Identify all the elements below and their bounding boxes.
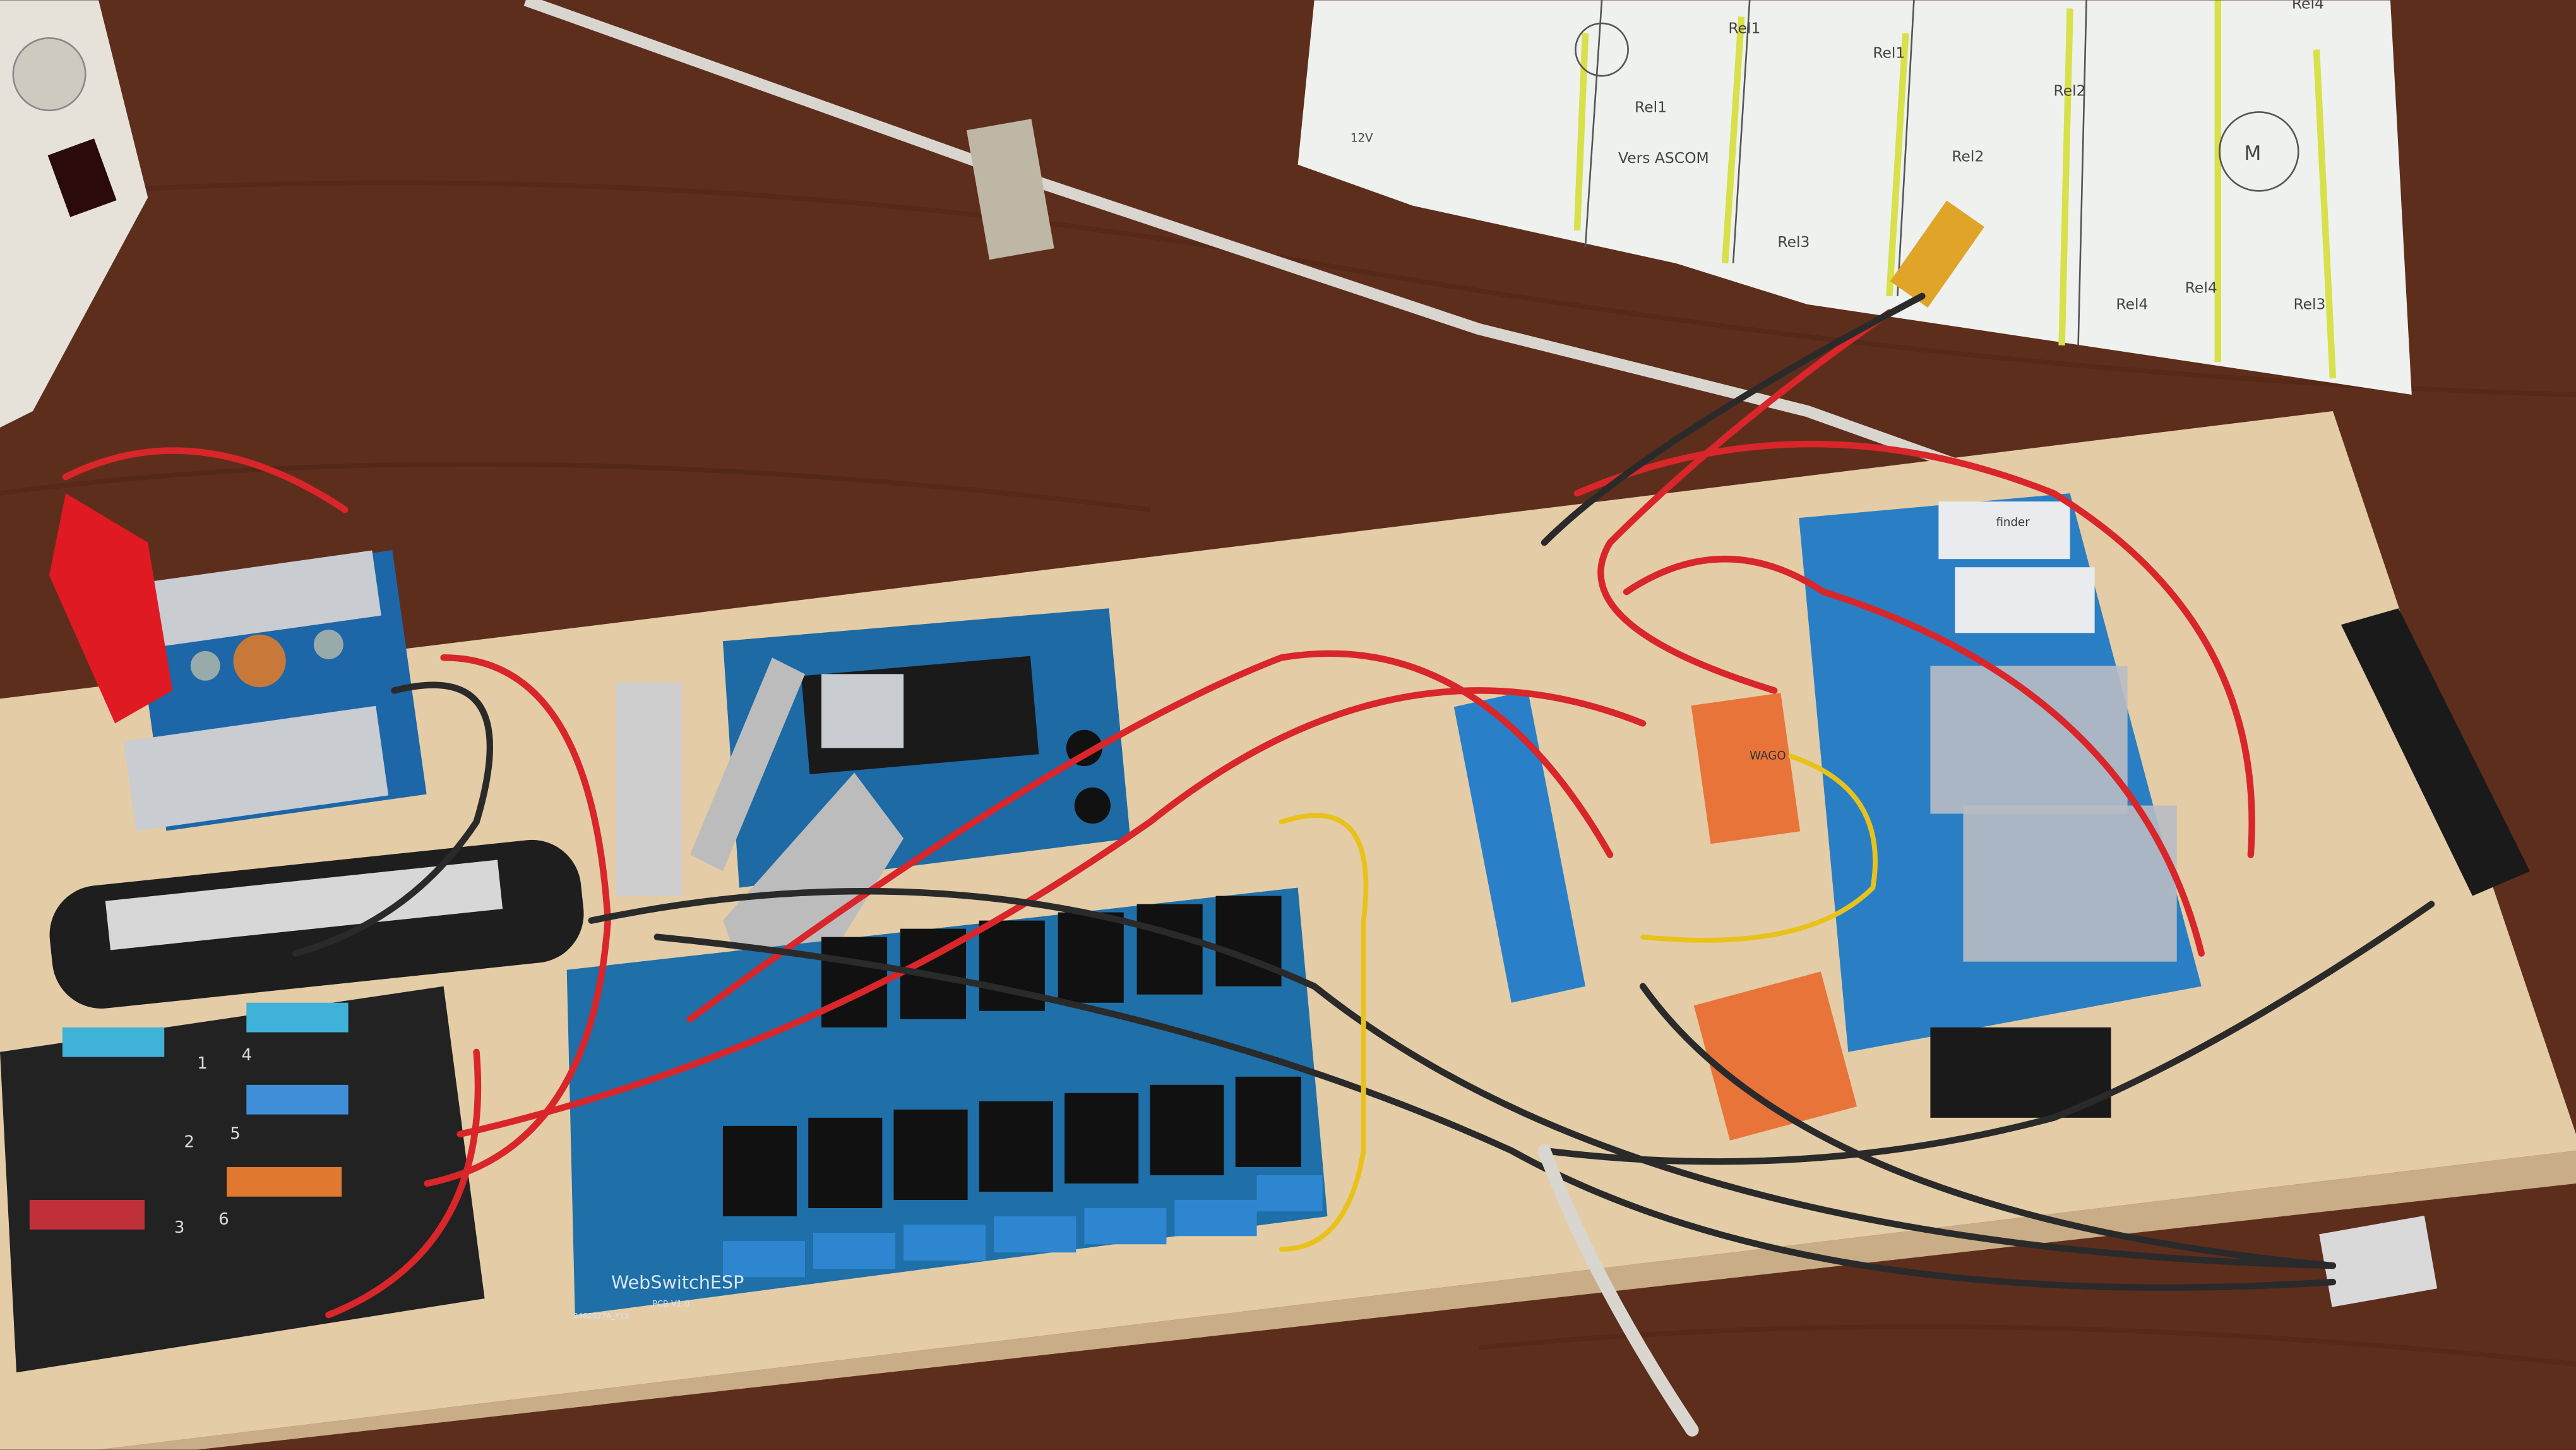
fuse-red bbox=[29, 1199, 145, 1230]
fuse-number: 5 bbox=[230, 1125, 241, 1144]
buck-converter-module bbox=[123, 550, 427, 831]
wago-connectors: WAGO bbox=[1691, 693, 1857, 1141]
bus-bar bbox=[49, 839, 584, 1009]
fuse-number: 1 bbox=[197, 1054, 208, 1073]
relay-finder-small bbox=[1938, 501, 2070, 560]
schematic-note: 12V bbox=[1351, 131, 1373, 145]
schematic-label: Rel1 bbox=[1873, 44, 1905, 62]
rj45-plug bbox=[2319, 1215, 2438, 1307]
fuse-box: 1 2 3 4 5 6 bbox=[0, 986, 485, 1373]
schematic-label: Rel4 bbox=[2185, 279, 2217, 297]
schematic-note: Vers ASCOM bbox=[1618, 149, 1709, 167]
schematic-label: Rel2 bbox=[1952, 148, 1984, 165]
fuse-blue bbox=[246, 1002, 349, 1033]
wiring bbox=[62, 292, 2435, 1437]
relay-row-bottom bbox=[722, 1076, 1301, 1217]
schematic-paper: Rel1 Rel1 Rel2 Rel3 Rel4 Rel4 Rel3 Rel2 … bbox=[1297, 0, 2412, 395]
schematic-label: Rel4 bbox=[2292, 0, 2324, 13]
xt60-connector bbox=[1890, 200, 1984, 308]
motor-symbol-label: M bbox=[2244, 142, 2261, 165]
din-terminal-strip bbox=[1453, 690, 1585, 1003]
fuse-number: 2 bbox=[184, 1133, 194, 1152]
fuse-blue bbox=[62, 1027, 165, 1057]
pcb-title: WebSwitchESP bbox=[611, 1272, 744, 1293]
schematic-label: Rel3 bbox=[1777, 233, 1810, 251]
schematic-label: Rel1 bbox=[1635, 98, 1667, 116]
pcb-version: PCB V1.0 bbox=[652, 1300, 690, 1309]
fuse-number: 4 bbox=[242, 1046, 253, 1065]
schematic-label: Rel1 bbox=[1728, 20, 1760, 37]
ethernet-module bbox=[616, 682, 682, 896]
fuse-number: 3 bbox=[174, 1218, 185, 1237]
relay-finder-large bbox=[1930, 666, 2128, 814]
relay-brand: finder bbox=[1996, 516, 2030, 529]
relay-finder-large bbox=[1963, 805, 2177, 962]
db9-connector bbox=[966, 119, 1054, 260]
pcb-code: 2462027A_Y13 bbox=[573, 1311, 629, 1320]
fuse-number: 6 bbox=[218, 1210, 229, 1229]
esp32-board bbox=[722, 608, 1131, 888]
schematic-label: Rel3 bbox=[2293, 296, 2325, 313]
wago-label: WAGO bbox=[1750, 750, 1786, 763]
relay-finder-small bbox=[1955, 567, 2095, 633]
fuse-blue bbox=[246, 1084, 349, 1115]
schematic-label: Rel2 bbox=[2054, 81, 2086, 99]
black-terminal-strip bbox=[2340, 608, 2531, 896]
red-alligator-clip bbox=[49, 493, 173, 724]
schematic-label: Rel4 bbox=[2116, 296, 2148, 313]
fuse-orange bbox=[227, 1166, 342, 1197]
bench-power-supply bbox=[0, 0, 148, 428]
terminal-blocks bbox=[722, 1175, 1323, 1278]
